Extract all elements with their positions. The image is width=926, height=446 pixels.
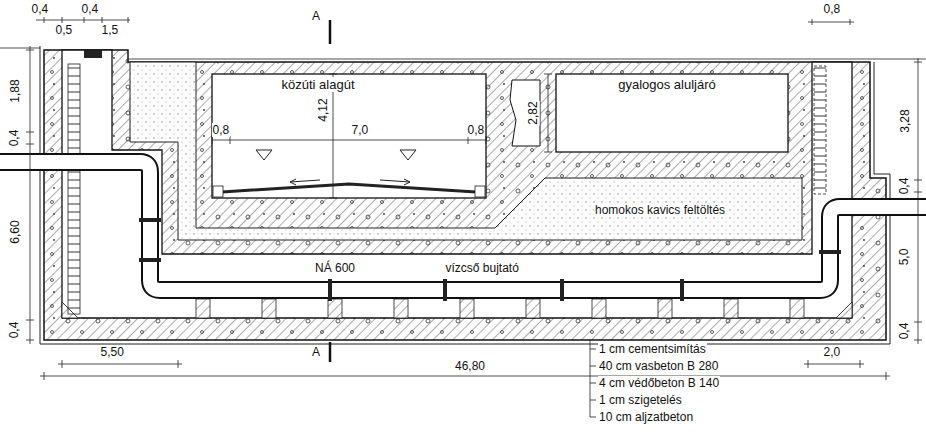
drawing-label: 0,8 [823, 2, 842, 16]
layer-leader [590, 340, 596, 417]
dimension-line [914, 58, 922, 344]
dimension-line [544, 74, 552, 152]
pipe-support [394, 299, 408, 318]
slope-arrow [380, 179, 410, 185]
dimension-line [26, 46, 34, 344]
dimension-lines [26, 17, 922, 380]
pipe-support [526, 299, 540, 318]
haunch [836, 302, 852, 318]
shaft-lid [84, 50, 102, 58]
dimension-line [808, 19, 854, 25]
pipe-support [328, 299, 342, 318]
layer-note: 4 cm védőbeton B 140 [598, 376, 720, 390]
level-mark [400, 150, 416, 160]
pipe-flanges [139, 218, 841, 301]
dimension-line [40, 372, 890, 380]
pipe-support [790, 299, 804, 318]
room-node: gyalogos aluljáró [556, 74, 788, 152]
dimension-value: 5,0 [897, 248, 911, 267]
dimension-line [804, 360, 864, 368]
ladder [814, 66, 826, 194]
pipe-flange [443, 279, 447, 301]
underpass-room [556, 74, 788, 152]
ladder [68, 64, 80, 314]
section-mark [329, 342, 332, 362]
dimension-value: 4,12 [315, 97, 329, 122]
pipe-flange [139, 218, 161, 222]
dimension-value: 0,4 [897, 177, 911, 196]
level-mark [256, 150, 272, 160]
wall-cavity [510, 80, 540, 146]
road-surface [222, 184, 476, 192]
pipe-flange [328, 279, 332, 301]
layer-note: 40 cm vasbeton B 280 [598, 359, 719, 373]
dimension-value: 2,82 [525, 100, 539, 125]
slope-arrow [290, 179, 320, 185]
room-node: közúti alagút [212, 74, 486, 198]
drawing-label: homokos kavics feltöltés [594, 203, 726, 217]
dimension-value: 0,4 [7, 129, 21, 148]
pipe-support [724, 299, 738, 318]
curb [475, 186, 485, 197]
pipe-flange [819, 250, 841, 254]
pipe-gallery [62, 50, 852, 318]
insulation-line [40, 46, 890, 344]
water-pipe [0, 162, 926, 290]
layer-note: 1 cm cementsimítás [598, 342, 707, 356]
ground-line [0, 48, 40, 49]
layer-note: 10 cm aljzatbeton [598, 410, 694, 424]
ground-line [128, 59, 926, 60]
room-name: közúti alagút [280, 77, 357, 92]
dimension-line [212, 136, 486, 144]
layer-note: 1 cm szigetelés [598, 393, 683, 407]
curb [213, 186, 223, 197]
drawing-label: A [311, 345, 321, 359]
pipe-support [658, 299, 672, 318]
drawing-label: vízcső bujtató [445, 261, 520, 275]
dimension-value: 6,60 [7, 219, 21, 244]
room-name: gyalogos aluljáró [616, 77, 718, 92]
drawing-label: A [311, 9, 321, 23]
gravel-fill [130, 62, 802, 240]
drawing-label: NÁ 600 [314, 261, 356, 275]
drawing-label: 1,5 [101, 23, 120, 37]
drawing-label: 0,5 [55, 23, 74, 37]
section-mark [329, 20, 332, 44]
drawing-label: 2,0 [823, 345, 842, 359]
pipe-support [262, 299, 276, 318]
pipe-supports [196, 299, 804, 318]
pipe-flange [680, 279, 684, 301]
pipe-flange [139, 258, 161, 262]
dimension-value: 1,88 [7, 78, 21, 103]
pipe-support [196, 299, 210, 318]
drawing-label: 0,4 [81, 2, 100, 16]
pipe-support [592, 299, 606, 318]
dimension-value: 0,4 [897, 322, 911, 341]
pipe-flange [560, 279, 564, 301]
water-pipe-bore [0, 162, 926, 290]
drawing-label: 5,50 [100, 345, 125, 359]
pipe-support [460, 299, 474, 318]
dimension-line [329, 74, 337, 198]
dimension-value: 3,28 [897, 108, 911, 133]
tunnel-room [212, 74, 486, 198]
dimension-line [58, 360, 182, 368]
drawing-label: 0,8 [212, 123, 231, 137]
drawing-label: 46,80 [454, 359, 486, 373]
drawing-label: 0,4 [31, 2, 50, 16]
drawing-label: 0,8 [467, 123, 486, 137]
drawing-label: 7,0 [351, 123, 370, 137]
dimension-value: 0,4 [7, 321, 21, 340]
